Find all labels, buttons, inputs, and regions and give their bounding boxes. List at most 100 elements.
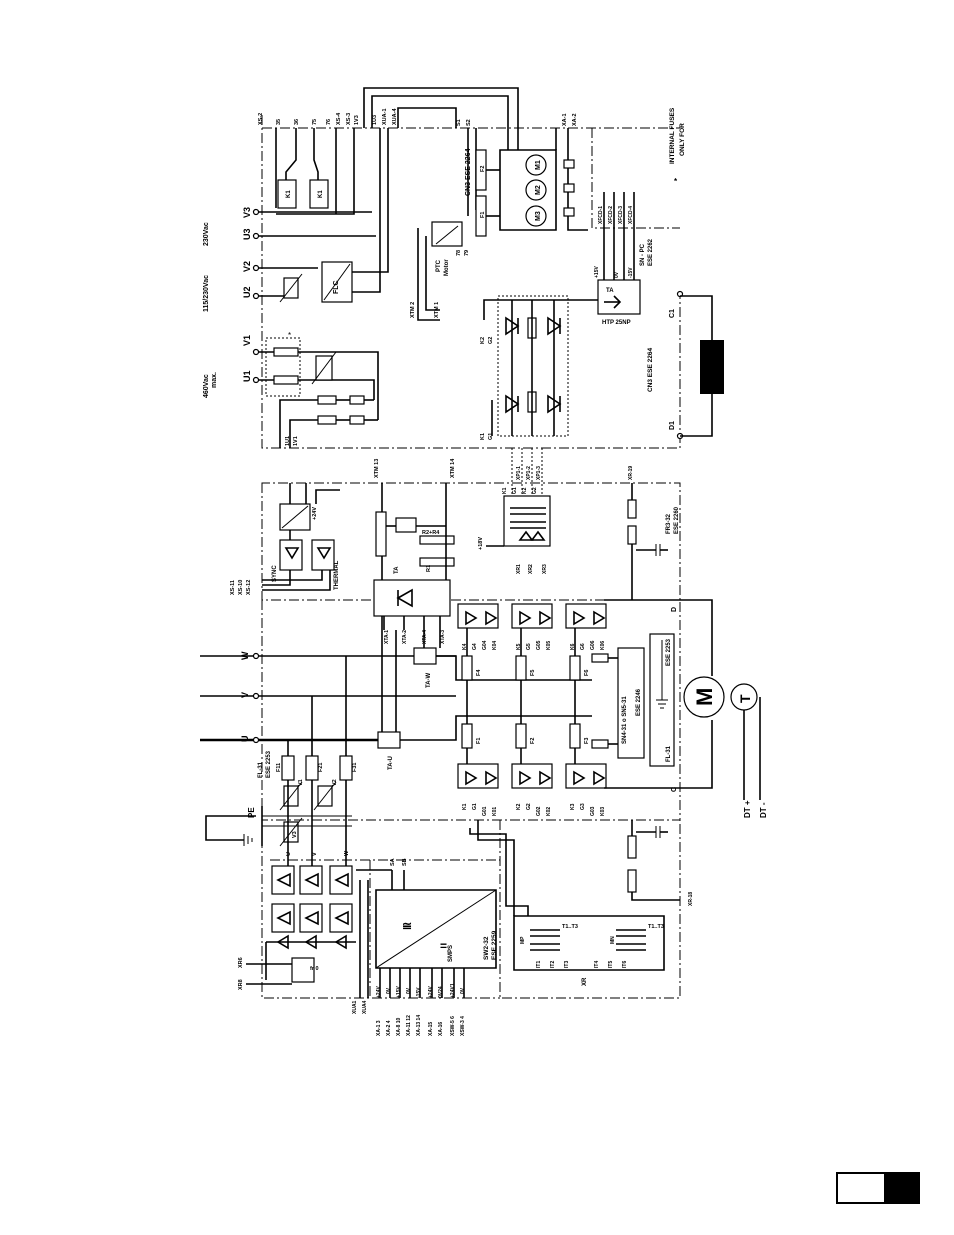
fan-m2-icon <box>525 179 547 201</box>
label-230vac: 230Vac <box>203 222 210 246</box>
svg-text:K1: K1 <box>318 190 324 198</box>
svg-text:XTA-1: XTA-1 <box>384 630 390 644</box>
svg-text:F5: F5 <box>530 670 536 676</box>
svg-text:K1: K1 <box>480 433 486 440</box>
svg-text:FR3-32: FR3-32 <box>666 513 672 534</box>
svg-text:XR2: XR2 <box>528 564 534 574</box>
svg-text:K1: K1 <box>502 487 508 494</box>
svg-text:K5: K5 <box>516 643 522 650</box>
svg-text:0V: 0V <box>460 987 466 994</box>
svg-text:SW2-32: SW2-32 <box>483 936 490 960</box>
page-box-left <box>838 1174 884 1202</box>
svg-text:XA-2: XA-2 <box>572 113 578 126</box>
svg-text:R1: R1 <box>426 565 432 572</box>
svg-text:XTA-2: XTA-2 <box>402 630 408 644</box>
svg-text:K2: K2 <box>516 803 522 810</box>
svg-text:G06: G06 <box>590 640 596 650</box>
svg-text:XR8: XR8 <box>238 979 244 990</box>
svg-text:F11: F11 <box>276 763 282 772</box>
relay-k1-a-symbol <box>277 179 297 209</box>
svg-text:ESE 2253: ESE 2253 <box>266 750 272 778</box>
svg-text:C: C <box>671 787 678 792</box>
svg-text:XFCD-2: XFCD-2 <box>608 206 614 224</box>
svg-text:1U1: 1U1 <box>285 436 291 446</box>
separators <box>270 859 500 998</box>
svg-text:HTP 25NP: HTP 25NP <box>602 320 631 326</box>
ptc-symbol <box>431 221 463 247</box>
svg-text:V1: V1 <box>298 779 304 786</box>
svg-text:SMPS: SMPS <box>448 945 454 962</box>
svg-text:76: 76 <box>326 119 332 125</box>
svg-text:K06: K06 <box>600 641 606 650</box>
svg-text:XP1-3: XP1-3 <box>536 466 542 480</box>
page-box-right <box>884 1174 918 1202</box>
term-u3: U3 <box>242 228 252 240</box>
svg-text:F1: F1 <box>480 212 486 218</box>
svg-text:XS-10: XS-10 <box>238 580 244 595</box>
svg-text:SN - PC: SN - PC <box>640 243 646 266</box>
fl31-box <box>649 633 675 767</box>
snubber-box <box>617 647 645 759</box>
term-v3: V3 <box>242 207 252 218</box>
svg-text:G3: G3 <box>580 803 586 810</box>
svg-text:XUA4: XUA4 <box>362 1000 368 1014</box>
svg-text:IT4: IT4 <box>594 961 600 968</box>
svg-text:F2: F2 <box>530 738 536 744</box>
svg-text:+24V1: +24V1 <box>450 983 456 998</box>
svg-text:V3: V3 <box>292 831 298 838</box>
svg-text:XA-1: XA-1 <box>562 113 568 126</box>
svg-text:XA-11 12: XA-11 12 <box>406 1015 412 1036</box>
svg-text:D: D <box>671 607 678 612</box>
svg-text:K03: K03 <box>600 807 606 816</box>
svg-text:XR6: XR6 <box>238 957 244 968</box>
fuse-v1-symbol <box>273 347 299 357</box>
svg-text:XR: XR <box>582 977 588 986</box>
svg-text:78: 78 <box>456 250 462 256</box>
svg-text:M: M <box>692 688 717 706</box>
svg-text:XA-15: XA-15 <box>428 1022 434 1036</box>
svg-text:ESE 2253: ESE 2253 <box>666 638 672 666</box>
svg-text:ESE 2259: ESE 2259 <box>491 930 498 960</box>
svg-text:G2: G2 <box>488 337 494 344</box>
svg-text:S1: S1 <box>456 119 462 126</box>
svg-text:F6: F6 <box>584 670 590 676</box>
svg-text:MP: MP <box>520 936 526 944</box>
input-rectifier: fr 0 XR6 XR8 <box>238 865 356 990</box>
svg-text:G04: G04 <box>482 640 488 650</box>
svg-text:+18V: +18V <box>478 537 484 550</box>
svg-text:T1..T3: T1..T3 <box>562 924 578 930</box>
svg-text:K2: K2 <box>480 337 486 344</box>
svg-text:PTC: PTC <box>436 259 442 272</box>
svg-text:XA-2 4: XA-2 4 <box>386 1020 392 1036</box>
svg-text:+15V: +15V <box>396 986 402 998</box>
svg-text:F2: F2 <box>480 166 486 172</box>
main-power: U V W FL-31 ESE 2253 F11 F21 F31 V1 V2 V… <box>200 616 592 870</box>
svg-text:75: 75 <box>312 119 318 125</box>
svg-text:1V1: 1V1 <box>293 436 299 446</box>
svg-text:-15V: -15V <box>628 267 634 278</box>
svg-text:≅: ≅ <box>402 919 412 933</box>
svg-text:XA-16: XA-16 <box>438 1022 444 1036</box>
svg-text:G1: G1 <box>472 803 478 810</box>
svg-text:XTM 13: XTM 13 <box>374 459 380 478</box>
svg-text:THERMAL: THERMAL <box>334 560 340 590</box>
svg-text:+24V: +24V <box>312 507 318 520</box>
svg-text:R2+R4: R2+R4 <box>422 530 440 536</box>
svg-text:XA-8 10: XA-8 10 <box>396 1017 402 1036</box>
svg-text:-15V: -15V <box>416 987 422 998</box>
page-number-box <box>836 1172 920 1204</box>
svg-text:T: T <box>737 694 753 703</box>
motor-icon <box>683 676 725 718</box>
pulse-transformers: T1..T3 T1..T3 MP IT1 IT2 IT3 IT4 IT5 IT6… <box>469 820 694 986</box>
fan-m1-icon <box>525 154 547 176</box>
fan-board: CN3 ESE 2264 S1 S2 F2 F1 M1 M2 M3 XA-1 X… <box>456 107 686 237</box>
svg-text:XSW-3 4: XSW-3 4 <box>460 1016 466 1036</box>
svg-text:G2: G2 <box>532 487 538 494</box>
svg-text:XS-2: XS-2 <box>258 113 264 125</box>
control-board: XS-11 XS-10 XS-12 SYNC THERMAL +24V R2+R… <box>230 448 680 644</box>
svg-text:W: W <box>344 850 350 856</box>
svg-text:M3: M3 <box>535 211 542 221</box>
svg-text:U: U <box>286 852 292 856</box>
svg-text:XS-12: XS-12 <box>246 580 252 595</box>
svg-text:0V: 0V <box>614 271 620 278</box>
